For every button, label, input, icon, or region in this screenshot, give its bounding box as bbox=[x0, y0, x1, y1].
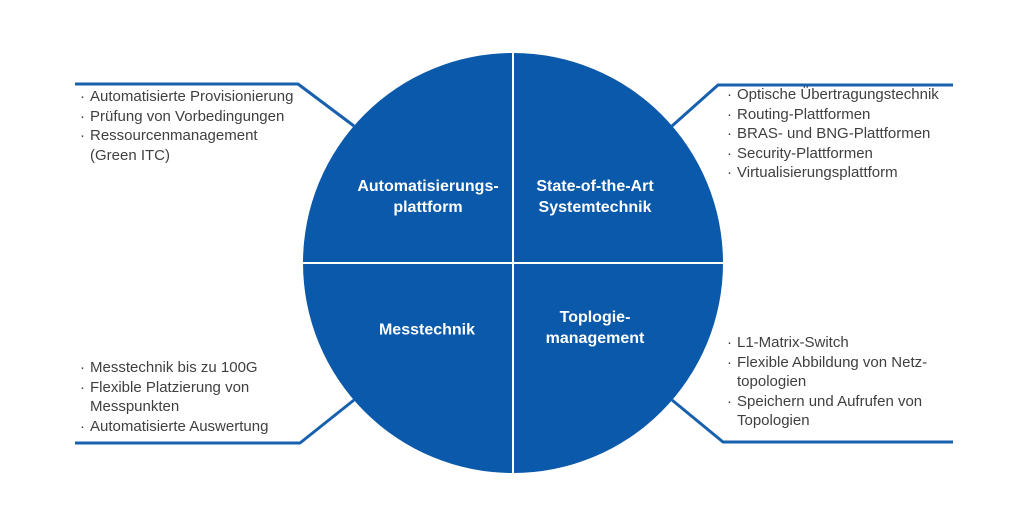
list-item: · Flexible Abbildung von Netz- topologie… bbox=[726, 353, 996, 392]
connector-bottom-right bbox=[671, 398, 953, 444]
bullet-icon: · bbox=[80, 417, 85, 435]
bullet-icon: · bbox=[727, 164, 732, 181]
list-item: · L1-Matrix-Switch bbox=[726, 333, 996, 353]
list-item: · Flexible Platzierung von Messpunkten bbox=[79, 378, 349, 417]
list-item: · Optische Übertragungstechnik bbox=[726, 85, 996, 105]
list-item-text: Security-Plattformen bbox=[737, 144, 873, 162]
list-item-text: Flexible Platzierung von Messpunkten bbox=[90, 378, 250, 416]
bullet-icon: · bbox=[727, 86, 732, 103]
connector-top-right bbox=[671, 83, 953, 128]
list-item: · Prüfung von Vorbedingungen bbox=[79, 107, 349, 127]
quadrant-label-messtechnik: Messtechnik bbox=[378, 321, 476, 339]
connector-bottom-left bbox=[75, 398, 355, 445]
list-item: · Routing-Plattformen bbox=[726, 105, 996, 125]
bullet-icon: · bbox=[727, 105, 732, 123]
bullet-icon: · bbox=[727, 144, 732, 162]
bullet-icon: · bbox=[80, 107, 85, 125]
list-item-text: Messtechnik bis zu 100G bbox=[90, 359, 258, 376]
quadrant-label-automatisierungsplattform: Automatisierungs- plattform bbox=[357, 178, 499, 216]
callout-list-bottom-left: · Messtechnik bis zu 100G · Flexible Pla… bbox=[79, 358, 349, 436]
list-item: · Automatisierte Provisionierung bbox=[79, 87, 349, 107]
bullet-icon: · bbox=[727, 125, 732, 142]
list-item-text: Automatisierte Auswertung bbox=[90, 417, 269, 435]
list-item-text: BRAS- und BNG-Plattformen bbox=[737, 125, 931, 142]
list-item: · Ressourcenmanagement (Green ITC) bbox=[79, 126, 349, 165]
list-item-text: Ressourcenmanagement (Green ITC) bbox=[90, 127, 258, 164]
bullet-icon: · bbox=[727, 353, 732, 371]
list-item-text: Prüfung von Vorbedingungen bbox=[90, 107, 285, 125]
quadrant-label-topologiemanagement: Toplogie- management bbox=[545, 309, 645, 347]
bullet-icon: · bbox=[80, 359, 85, 376]
bullet-icon: · bbox=[80, 127, 85, 144]
list-item: · Virtualisierungsplattform bbox=[726, 163, 996, 183]
list-item: · Speichern und Aufrufen von Topologien bbox=[726, 392, 996, 431]
list-item-text: Optische Übertragungstechnik bbox=[737, 86, 939, 103]
callout-list-top-right: · Optische Übertragungstechnik · Routing… bbox=[726, 85, 996, 183]
list-item: · Messtechnik bis zu 100G bbox=[79, 358, 349, 378]
bullet-icon: · bbox=[80, 378, 85, 396]
list-item-text: Virtualisierungsplattform bbox=[737, 164, 898, 181]
list-item: · Automatisierte Auswertung bbox=[79, 417, 349, 437]
callout-list-bottom-right: · L1-Matrix-Switch · Flexible Abbildung … bbox=[726, 333, 996, 431]
list-item: · BRAS- und BNG-Plattformen bbox=[726, 124, 996, 144]
bullet-icon: · bbox=[727, 334, 732, 351]
quadrant-label-systemtechnik: State-of-the-Art Systemtechnik bbox=[536, 178, 654, 216]
list-item-text: Speichern und Aufrufen von Topologien bbox=[737, 392, 923, 430]
list-item-text: Routing-Plattformen bbox=[737, 105, 871, 123]
connector-top-left bbox=[75, 82, 355, 128]
bullet-icon: · bbox=[727, 392, 732, 410]
list-item-text: Flexible Abbildung von Netz- topologien bbox=[737, 353, 928, 391]
callout-list-top-left: · Automatisierte Provisionierung · Prüfu… bbox=[79, 87, 349, 165]
list-item-text: L1-Matrix-Switch bbox=[737, 334, 849, 351]
list-item-text: Automatisierte Provisionierung bbox=[90, 88, 294, 105]
bullet-icon: · bbox=[80, 88, 85, 105]
list-item: · Security-Plattformen bbox=[726, 144, 996, 164]
